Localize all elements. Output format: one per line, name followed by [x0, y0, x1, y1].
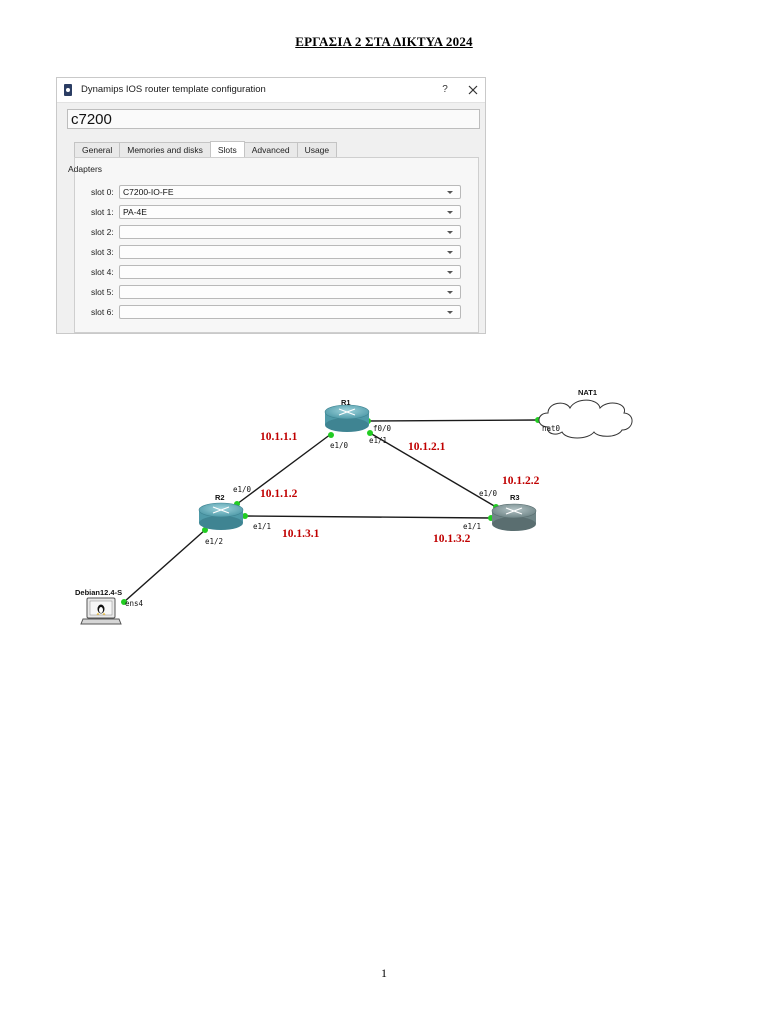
tux-penguin-icon [96, 604, 106, 615]
nat-cloud-icon[interactable] [538, 399, 633, 439]
ip-label-r1-e11: 10.1.2.1 [408, 441, 446, 453]
slot-5-select[interactable] [119, 285, 461, 299]
debian-laptop-icon[interactable] [80, 597, 122, 625]
slot-row-5: slot 5: [91, 285, 461, 300]
adapters-group-label: Adapters [68, 164, 103, 174]
slot-row-2: slot 2: [91, 225, 461, 240]
node-label-nat1: NAT1 [578, 388, 597, 397]
page-number: 1 [381, 966, 387, 980]
slot-row-6: slot 6: [91, 305, 461, 320]
ip-label-r3-e10: 10.1.2.2 [502, 475, 540, 487]
close-icon[interactable] [465, 82, 481, 98]
ip-label-r2-e11: 10.1.3.1 [282, 528, 320, 540]
help-button[interactable]: ? [442, 84, 448, 95]
chevron-down-icon [447, 251, 453, 254]
link-r2-r3 [244, 515, 492, 519]
slot-label: slot 3: [91, 247, 114, 257]
iface-r1-e11: e1/1 [369, 436, 387, 445]
gns3-app-icon [64, 84, 72, 96]
link-r1-r3 [369, 432, 497, 508]
chevron-down-icon [447, 231, 453, 234]
slot-row-0: slot 0: C7200-IO-FE [91, 185, 461, 200]
node-label-debian: Debian12.4-S [75, 588, 122, 597]
tab-bar: General Memories and disks Slots Advance… [74, 141, 338, 157]
ip-label-r1-e10: 10.1.1.1 [260, 431, 298, 443]
slot-row-3: slot 3: [91, 245, 461, 260]
router-arrows-icon [338, 408, 356, 416]
iface-r1-e10: e1/0 [330, 441, 349, 450]
chevron-down-icon [447, 271, 453, 274]
iface-r3-e11: e1/1 [463, 522, 481, 531]
chevron-down-icon [447, 191, 453, 194]
iface-r1-f00: f0/0 [373, 424, 392, 433]
slot-6-select[interactable] [119, 305, 461, 319]
tab-usage[interactable]: Usage [296, 142, 338, 157]
chevron-down-icon [447, 311, 453, 314]
node-label-r3: R3 [510, 493, 520, 502]
chevron-down-icon [447, 211, 453, 214]
slot-label: slot 6: [91, 307, 114, 317]
router-arrows-icon [212, 506, 230, 514]
slot-label: slot 1: [91, 207, 114, 217]
router-r3[interactable] [491, 503, 537, 531]
slot-label: slot 0: [91, 187, 114, 197]
slot-3-select[interactable] [119, 245, 461, 259]
router-r2[interactable] [198, 502, 244, 530]
document-title: ΕΡΓΑΣΙΑ 2 ΣΤΑ ΔΙΚΤΥΑ 2024 [295, 34, 473, 49]
slot-row-1: slot 1: PA-4E [91, 205, 461, 220]
iface-r2-e11: e1/1 [253, 522, 271, 531]
slot-label: slot 4: [91, 267, 114, 277]
iface-r2-e12: e1/2 [205, 537, 223, 546]
endpoint-r1-e11 [367, 430, 373, 436]
endpoint-r2-e12 [202, 527, 208, 533]
slot-1-select[interactable]: PA-4E [119, 205, 461, 219]
router-arrows-icon [505, 507, 523, 515]
endpoint-r1-e10 [328, 432, 334, 438]
chevron-down-icon [447, 291, 453, 294]
link-r1-r2 [236, 433, 332, 505]
dialog-title: Dynamips IOS router template configurati… [81, 84, 266, 95]
ip-label-r2-e10: 10.1.1.2 [260, 488, 298, 500]
endpoint-r2-e11 [242, 513, 248, 519]
link-r1-nat1 [365, 419, 539, 422]
iface-r2-e10: e1/0 [233, 485, 252, 494]
slot-2-select[interactable] [119, 225, 461, 239]
router-r1[interactable] [324, 404, 370, 432]
node-label-r2: R2 [215, 493, 225, 502]
template-name-field: c7200 [67, 109, 480, 129]
slot-row-4: slot 4: [91, 265, 461, 280]
slot-select-value: PA-4E [123, 207, 147, 217]
slot-4-select[interactable] [119, 265, 461, 279]
iface-nat0: nat0 [542, 424, 561, 433]
slot-label: slot 5: [91, 287, 114, 297]
ip-label-r3-e11: 10.1.3.2 [433, 533, 471, 545]
node-label-r1: R1 [341, 398, 351, 407]
iface-debian-ens4: ens4 [125, 599, 144, 608]
slot-select-value: C7200-IO-FE [123, 187, 174, 197]
router-template-dialog: Dynamips IOS router template configurati… [56, 77, 486, 334]
link-r2-debian [123, 529, 206, 603]
slot-0-select[interactable]: C7200-IO-FE [119, 185, 461, 199]
network-links [123, 419, 539, 603]
iface-r3-e10: e1/0 [479, 489, 498, 498]
endpoint-debian-ens4 [121, 599, 127, 605]
slot-label: slot 2: [91, 227, 114, 237]
dialog-titlebar: Dynamips IOS router template configurati… [57, 78, 485, 103]
